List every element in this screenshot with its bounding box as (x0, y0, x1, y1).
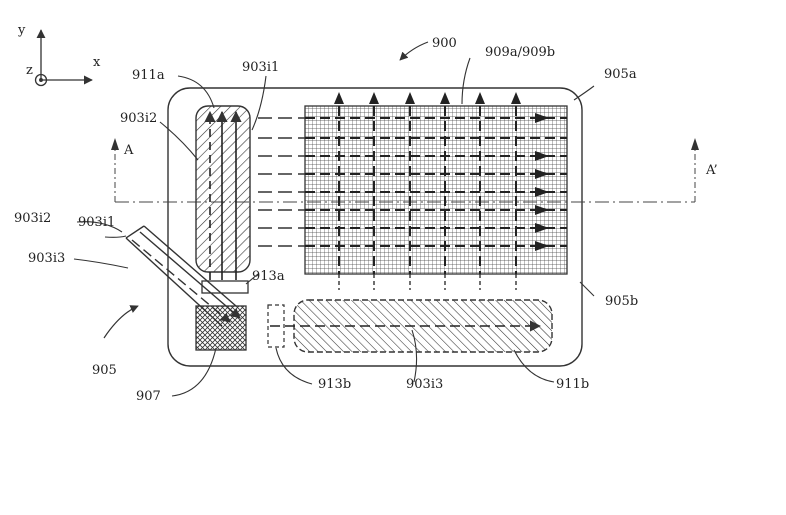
x-axis-label: x (93, 55, 101, 70)
label-bottom-i3: 903i3 (406, 377, 443, 392)
lower-pad (267, 304, 285, 348)
label-left-bar-i1: 903i1 (242, 60, 279, 75)
inlet-channel (125, 225, 241, 327)
label-inlet-i1: 903i1 (78, 215, 115, 230)
label-frame-right: 905b (605, 294, 638, 309)
coordinate-axes (34, 29, 93, 87)
section-arrow-a-prime (691, 138, 699, 150)
label-inlet-i3: 903i3 (28, 251, 65, 266)
section-label-a: A (123, 143, 134, 158)
leader-lines (73, 57, 595, 397)
source-block (195, 305, 247, 351)
z-axis-label: z (26, 63, 33, 78)
section-arrow-a (111, 138, 119, 150)
label-grid: 909a/909b (485, 45, 555, 60)
grid-region (304, 92, 568, 290)
section-label-a-prime: A’ (705, 163, 718, 178)
label-inlet-i2: 903i2 (14, 211, 51, 226)
device-arrow (103, 305, 139, 339)
label-left-bar: 911a (132, 68, 165, 83)
upper-pad (201, 280, 249, 294)
figure-number-arrow (399, 41, 429, 61)
flow-lines (258, 117, 305, 247)
left-hatched-bar (195, 105, 251, 273)
label-bottom-bar: 911b (556, 377, 589, 392)
label-frame-top: 905a (604, 67, 637, 82)
label-upper-pad: 913a (252, 269, 285, 284)
label-device: 905 (92, 363, 117, 378)
y-axis-label: y (17, 23, 26, 38)
label-lower-pad: 913b (318, 377, 351, 392)
device-frame (167, 87, 583, 367)
left-bar-channels (204, 110, 242, 280)
label-source-block: 907 (136, 389, 161, 404)
label-left-bar-i2: 903i2 (120, 111, 157, 126)
figure-number: 900 (432, 36, 457, 51)
